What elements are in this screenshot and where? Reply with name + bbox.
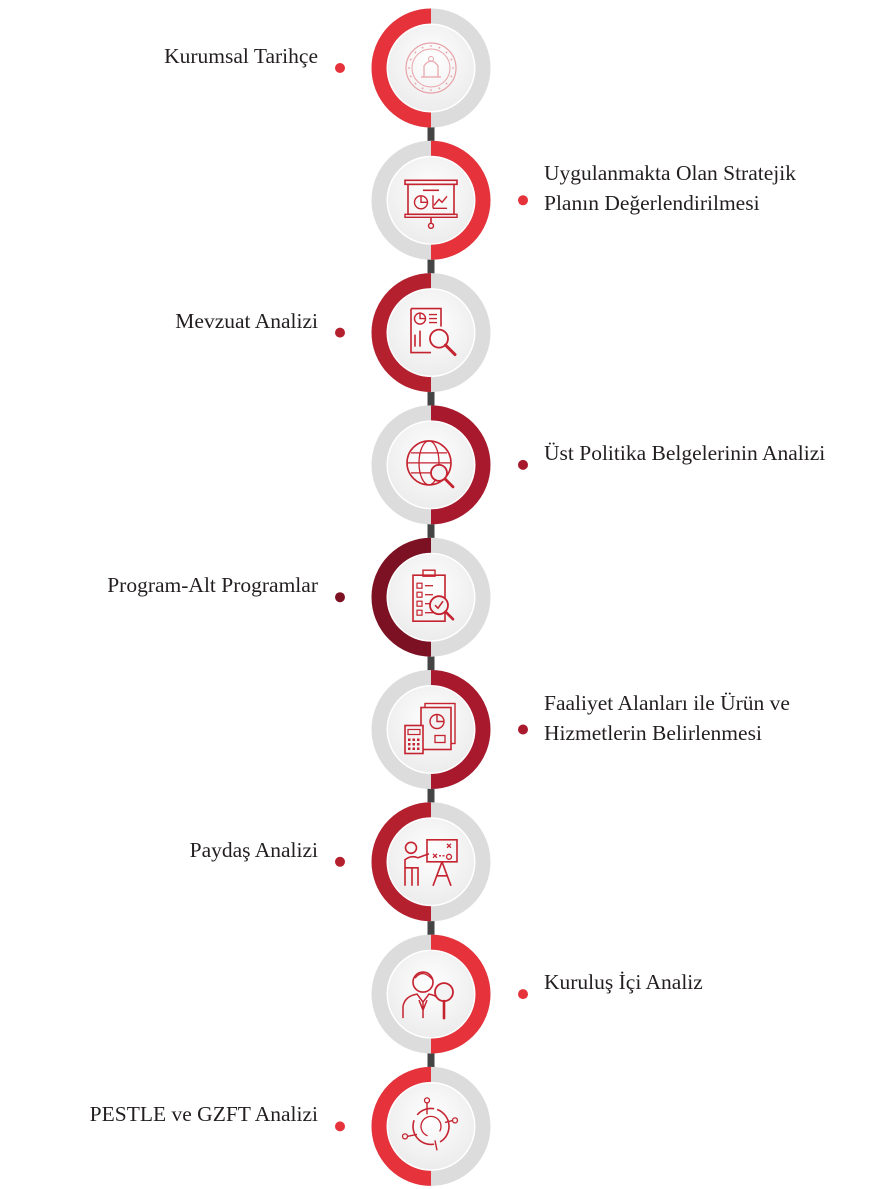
cycle-arrows-icon xyxy=(401,1097,459,1151)
document-magnifier-icon xyxy=(410,307,457,357)
presentation-board-icon xyxy=(404,179,458,230)
bullet-dot xyxy=(518,195,528,206)
step-node xyxy=(371,934,491,1054)
ring-inner xyxy=(388,421,474,508)
step-label-line: Hizmetlerin Belirlenmesi xyxy=(544,720,762,745)
step-label: Üst Politika Belgelerinin Analizi xyxy=(544,438,825,468)
step-node xyxy=(371,670,491,789)
step-node xyxy=(371,1066,491,1186)
step-label: Kurumsal Tarihçe xyxy=(164,41,318,71)
ring-inner xyxy=(388,157,474,244)
ring-inner xyxy=(388,289,474,376)
bullet-dot xyxy=(518,724,528,735)
step-label-line: Faaliyet Alanları ile Ürün ve xyxy=(544,690,790,715)
bullet-dot xyxy=(335,63,345,73)
ring-accent-arc xyxy=(430,934,491,1054)
step-label: PESTLE ve GZFT Analizi xyxy=(90,1099,318,1129)
bullet-dot xyxy=(518,459,528,470)
bullet-dot xyxy=(518,989,528,1000)
person-magnifier-icon xyxy=(402,971,454,1020)
ring-inner xyxy=(388,25,474,111)
step-node xyxy=(371,405,491,525)
bullet-dot xyxy=(335,1121,345,1132)
step-label-line: Planın Değerlendirilmesi xyxy=(544,191,760,216)
step-label-line: Kurumsal Tarihçe xyxy=(164,44,318,68)
step-label-line: Üst Politika Belgelerinin Analizi xyxy=(544,440,826,465)
step-label: Program-Alt Programlar xyxy=(107,570,318,600)
step-label-line: Kuruluş İçi Analiz xyxy=(544,970,703,995)
step-node xyxy=(371,273,491,393)
strategy-teacher-icon xyxy=(404,838,458,887)
step-label-line: Uygulanmakta Olan Stratejik xyxy=(544,161,796,186)
ring-inner xyxy=(388,554,474,641)
ring-accent-arc xyxy=(430,670,491,789)
step-node xyxy=(371,537,491,657)
bullet-dot xyxy=(335,856,345,867)
ring-accent-arc xyxy=(430,405,491,525)
clipboard-checklist-icon xyxy=(412,569,455,623)
ministry-seal-icon xyxy=(405,42,457,94)
ring-accent-arc xyxy=(371,8,432,128)
ring-inner xyxy=(388,1083,474,1170)
step-label: Faaliyet Alanları ile Ürün ve Hizmetlerin… xyxy=(544,688,790,748)
ring-accent-arc xyxy=(371,273,432,393)
ring-accent-arc xyxy=(430,140,491,260)
step-node xyxy=(371,140,491,260)
globe-search-icon xyxy=(406,440,455,489)
step-node xyxy=(371,8,491,128)
ring-accent-arc xyxy=(371,1066,432,1186)
step-label: Paydaş Analizi xyxy=(190,835,318,865)
ring-accent-arc xyxy=(371,802,432,922)
calculator-report-icon xyxy=(404,702,456,755)
step-label-line: Paydaş Analizi xyxy=(189,837,318,862)
step-label: Kuruluş İçi Analiz xyxy=(544,967,703,997)
ring-accent-arc xyxy=(371,537,432,657)
step-label-line: PESTLE ve GZFT Analizi xyxy=(89,1102,318,1127)
step-ring-group xyxy=(335,8,528,1186)
bullet-dot xyxy=(335,327,345,338)
bullet-dot xyxy=(335,592,345,603)
step-label-line: Mevzuat Analizi xyxy=(175,308,318,333)
step-label-line: Program-Alt Programlar xyxy=(107,573,318,598)
step-node xyxy=(371,802,491,922)
step-label: Mevzuat Analizi xyxy=(175,306,318,336)
